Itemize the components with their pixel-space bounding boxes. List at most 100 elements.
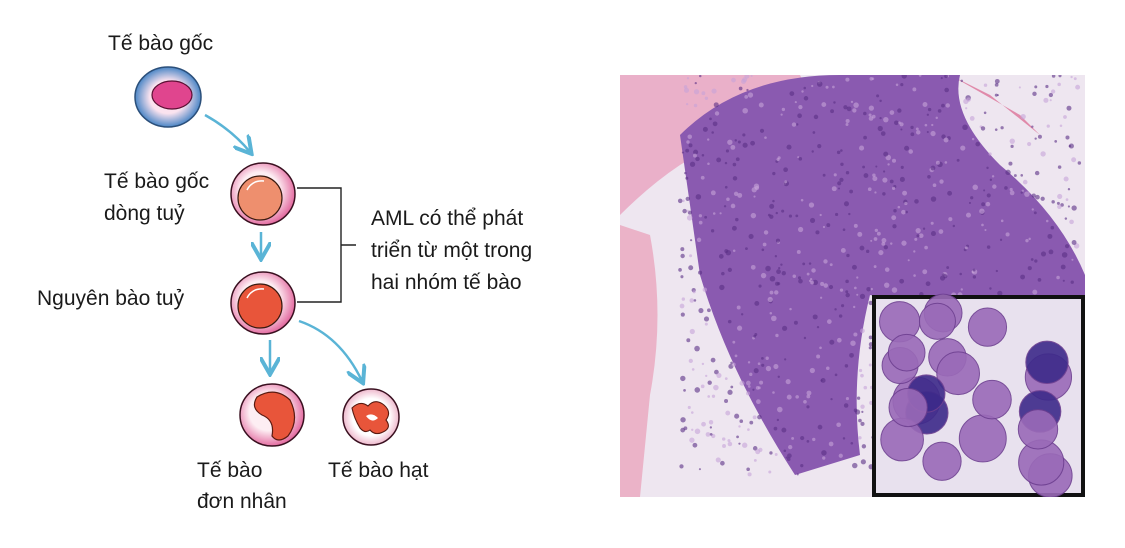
tissue-dot bbox=[843, 201, 850, 207]
tissue-dot bbox=[739, 380, 745, 386]
tissue-dot bbox=[781, 427, 787, 433]
tissue-dot bbox=[900, 165, 904, 169]
tissue-dot bbox=[727, 439, 731, 443]
tissue-dot bbox=[992, 184, 997, 189]
tissue-dot bbox=[926, 130, 929, 134]
tissue-dot bbox=[800, 464, 804, 468]
tissue-dot bbox=[956, 158, 960, 162]
tissue-dot bbox=[849, 352, 854, 358]
tissue-dot bbox=[688, 358, 693, 364]
tissue-dot bbox=[724, 377, 728, 380]
tissue-dot bbox=[698, 307, 704, 314]
tissue-dot bbox=[1059, 124, 1063, 127]
tissue-dot bbox=[781, 209, 785, 213]
tissue-dot bbox=[1030, 258, 1034, 261]
tissue-dot bbox=[915, 127, 919, 131]
tissue-dot bbox=[841, 304, 845, 308]
tissue-dot bbox=[812, 279, 818, 286]
tissue-dot bbox=[925, 281, 931, 287]
tissue-dot bbox=[1013, 174, 1017, 178]
tissue-dot bbox=[809, 278, 813, 281]
tissue-dot bbox=[685, 196, 690, 202]
tissue-dot bbox=[947, 190, 953, 196]
tissue-dot bbox=[742, 442, 748, 448]
tissue-dot bbox=[843, 105, 848, 110]
tissue-dot bbox=[995, 269, 999, 273]
tissue-dot bbox=[806, 439, 810, 443]
tissue-dot bbox=[693, 149, 699, 155]
tissue-dot bbox=[771, 315, 777, 322]
tissue-dot bbox=[901, 75, 907, 79]
tissue-dot bbox=[682, 208, 687, 214]
tissue-dot bbox=[822, 456, 826, 460]
tissue-dot bbox=[683, 389, 686, 392]
tissue-dot bbox=[680, 275, 684, 279]
tissue-dot bbox=[840, 162, 844, 166]
tissue-dot bbox=[913, 250, 916, 253]
tissue-dot bbox=[747, 428, 750, 431]
tissue-dot bbox=[898, 121, 901, 124]
tissue-dot bbox=[839, 177, 844, 182]
tissue-dot bbox=[738, 86, 743, 91]
tissue-dot bbox=[930, 231, 936, 237]
tissue-dot bbox=[736, 305, 741, 310]
tissue-dot bbox=[852, 462, 858, 469]
tissue-dot bbox=[760, 272, 767, 279]
tissue-dot bbox=[924, 245, 928, 250]
tissue-dot bbox=[922, 102, 928, 108]
tissue-dot bbox=[777, 375, 780, 379]
tissue-dot bbox=[773, 426, 778, 431]
histology-micrograph bbox=[620, 75, 1085, 497]
tissue-dot bbox=[899, 176, 905, 182]
tissue-dot bbox=[781, 107, 786, 112]
tissue-dot bbox=[750, 212, 757, 219]
tissue-dot bbox=[701, 362, 705, 366]
myeloblast-label: Nguyên bào tuỷ bbox=[37, 287, 185, 310]
tissue-dot bbox=[853, 305, 856, 309]
tissue-dot bbox=[719, 212, 722, 215]
tissue-dot bbox=[858, 418, 862, 423]
tissue-dot bbox=[821, 102, 827, 107]
tissue-dot bbox=[975, 141, 981, 147]
tissue-dot bbox=[769, 275, 776, 282]
tissue-dot bbox=[788, 444, 793, 450]
tissue-dot bbox=[753, 334, 757, 338]
tissue-dot bbox=[709, 117, 712, 121]
tissue-dot bbox=[767, 296, 773, 303]
tissue-dot bbox=[772, 171, 776, 176]
tissue-dot bbox=[1034, 137, 1037, 140]
tissue-dot bbox=[1067, 205, 1070, 208]
tissue-dot bbox=[755, 449, 761, 455]
tissue-dot bbox=[1008, 161, 1013, 166]
tissue-dot bbox=[815, 230, 820, 235]
tissue-dot bbox=[789, 91, 795, 96]
tissue-dot bbox=[1040, 151, 1046, 157]
tissue-dot bbox=[1049, 99, 1052, 102]
tissue-dot bbox=[752, 446, 758, 451]
tissue-dot bbox=[819, 213, 822, 217]
tissue-dot bbox=[780, 113, 783, 116]
tissue-dot bbox=[695, 156, 700, 162]
tissue-dot bbox=[838, 187, 841, 190]
tissue-dot bbox=[1031, 193, 1036, 198]
tissue-dot bbox=[860, 459, 866, 465]
tissue-dot bbox=[736, 435, 739, 439]
tissue-dot bbox=[1067, 188, 1071, 191]
tissue-dot bbox=[716, 157, 722, 163]
tissue-dot bbox=[689, 437, 695, 443]
tissue-dot bbox=[694, 345, 700, 352]
tissue-dot bbox=[685, 148, 690, 153]
tissue-dot bbox=[1063, 176, 1069, 182]
tissue-dot bbox=[724, 161, 728, 165]
tissue-dot bbox=[736, 325, 743, 331]
tissue-dot bbox=[797, 113, 802, 119]
tissue-dot bbox=[735, 157, 740, 162]
tissue-dot bbox=[803, 96, 809, 101]
tissue-dot bbox=[1032, 289, 1038, 295]
marrow-tissue bbox=[680, 75, 1085, 475]
tissue-dot bbox=[1050, 89, 1056, 94]
tissue-dot bbox=[686, 338, 691, 343]
tissue-dot bbox=[754, 300, 760, 306]
tissue-dot bbox=[712, 121, 718, 127]
